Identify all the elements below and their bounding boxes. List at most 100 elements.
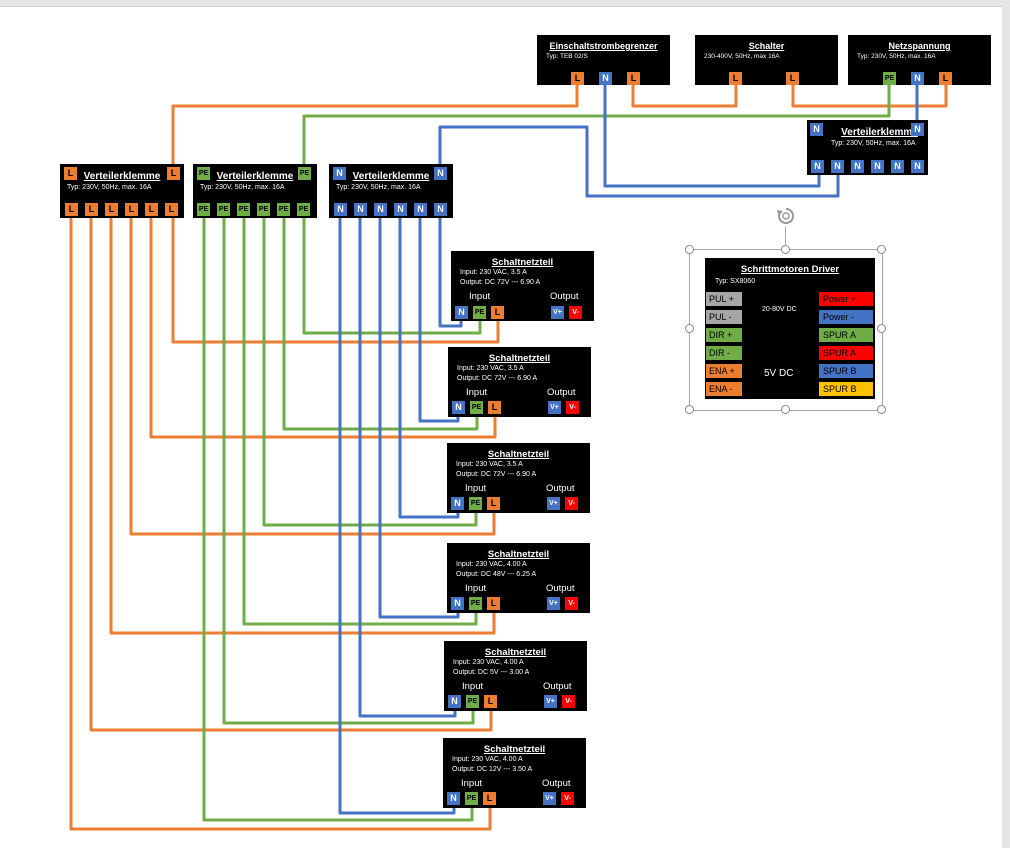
terminal-pe: PE [197,203,210,216]
terminal-n: N [447,792,460,805]
terminal-l: L [65,203,78,216]
output-label: Output [543,681,572,692]
mains-spec: Typ: 230V, 50Hz, max. 16A [857,53,936,60]
power-supply-6: Schaltnetzteil Input: 230 VAC, 4.00 A Ou… [443,738,586,808]
output-spur-a2: SPUR A [819,346,873,360]
power-supply-output-spec: Output: DC 72V --- 6.90 A [460,279,541,286]
wire-pe-mains-to-block2 [302,83,891,172]
output-power-minus: Power - [819,310,873,324]
terminal-pe: PE [469,597,482,610]
distribution-block-spec: Typ: 230V, 50Hz, max. 16A [200,184,285,191]
wire-n-psu2 [418,214,460,423]
terminal-pe: PE [197,167,210,180]
terminal-n: N [911,72,924,85]
terminal-l: L [491,306,504,319]
neutral-wires [338,83,919,815]
wire-n-psu5 [358,214,457,718]
terminal-pe: PE [217,203,230,216]
rotate-handle-icon[interactable] [775,205,797,227]
power-supply-title: Schaltnetzteil [488,353,551,364]
wire-l-limiter-to-switch [631,83,738,108]
terminal-l: L [786,72,799,85]
distribution-block-n: Verteilerklemme Typ: 230V, 50Hz, max. 16… [329,164,453,218]
power-supply-output-spec: Output: DC 72V --- 6.90 A [456,471,537,478]
wire-pe-psu3 [262,214,478,527]
terminal-l: L [167,167,180,180]
resize-handle[interactable] [685,405,694,414]
terminal-n: N [810,123,823,136]
distribution-block-title: Verteilerklemme [841,127,918,138]
terminal-n: N [333,167,346,180]
input-label: Input [466,387,488,398]
terminal-n: N [434,203,447,216]
phase-wires [69,83,948,831]
signal-dir-plus: DIR + [706,328,742,342]
wire-l-psu4 [109,214,496,635]
resize-handle[interactable] [877,405,886,414]
terminal-n: N [851,160,864,173]
terminal-n: N [455,306,468,319]
power-supply-input-spec: Input: 230 VAC, 4.00 A [453,659,524,666]
power-supply-output-spec: Output: DC 12V --- 3.50 A [452,766,533,773]
terminal-pe: PE [883,72,896,85]
resize-handle[interactable] [877,324,886,333]
resize-handle[interactable] [685,324,694,333]
terminal-pe: PE [466,695,479,708]
distribution-block-pe: Verteilerklemme Typ: 230V, 50Hz, max. 16… [193,164,317,218]
mains-title: Netzspannung [888,41,951,51]
wire-l-psu6 [69,214,492,831]
wire-n-psu3 [398,214,460,519]
terminal-n: N [374,203,387,216]
output-spur-b1: SPUR B [819,364,873,378]
terminal-pe: PE [297,203,310,216]
terminal-n: N [394,203,407,216]
terminal-v-plus: V+ [547,597,560,610]
wire-n-psu6 [338,214,456,815]
wire-pe-psu6 [202,214,474,822]
wire-pe-psu5 [222,214,475,725]
wire-n-psu1 [438,214,463,328]
resize-handle[interactable] [781,245,790,254]
output-power-plus: Power + [819,292,873,306]
terminal-n: N [451,597,464,610]
output-label: Output [546,583,575,594]
distribution-block-n-main: Verteilerklemme Typ: 230V, 50Hz, max. 16… [807,120,928,175]
terminal-l: L [64,167,77,180]
terminal-pe: PE [465,792,478,805]
power-supply-input-spec: Input: 230 VAC, 4.00 A [456,561,527,568]
power-supply-title: Schaltnetzteil [487,449,550,460]
wire-n-psu4 [378,214,460,619]
output-label: Output [542,778,571,789]
wire-l-switch-to-mains [791,83,948,108]
terminal-v-minus: V- [565,497,578,510]
input-label: Input [465,483,487,494]
resize-handle[interactable] [685,245,694,254]
input-label: Input [461,778,483,789]
resize-handle[interactable] [781,405,790,414]
terminal-n: N [911,123,924,136]
power-supply-3: Schaltnetzteil Input: 230 VAC, 3.5 A Out… [447,443,590,513]
terminal-pe: PE [257,203,270,216]
terminal-l: L [165,203,178,216]
terminal-v-minus: V- [561,792,574,805]
stepper-driver-box: Schrittmotoren Driver Typ: SX8060 PUL + … [705,258,875,399]
output-label: Output [546,483,575,494]
input-label: Input [469,291,491,302]
terminal-n: N [811,160,824,173]
switch-box: Schalter 230-400V, 50Hz, max 16A L L [695,35,838,85]
distribution-block-title: Verteilerklemme [216,171,294,182]
power-supply-title: Schaltnetzteil [491,257,554,268]
terminal-n: N [414,203,427,216]
power-supply-title: Schaltnetzteil [484,647,547,658]
resize-handle[interactable] [877,245,886,254]
power-supply-2: Schaltnetzteil Input: 230 VAC, 3.5 A Out… [448,347,591,417]
terminal-n: N [891,160,904,173]
wire-l-psu3 [129,214,496,536]
terminal-v-plus: V+ [547,497,560,510]
terminal-n: N [448,695,461,708]
wire-l-limiter-to-block1 [171,83,579,172]
power-supply-output-spec: Output: DC 48V --- 6.25 A [456,571,537,578]
terminal-l: L [487,597,500,610]
power-supply-title: Schaltnetzteil [487,549,550,560]
